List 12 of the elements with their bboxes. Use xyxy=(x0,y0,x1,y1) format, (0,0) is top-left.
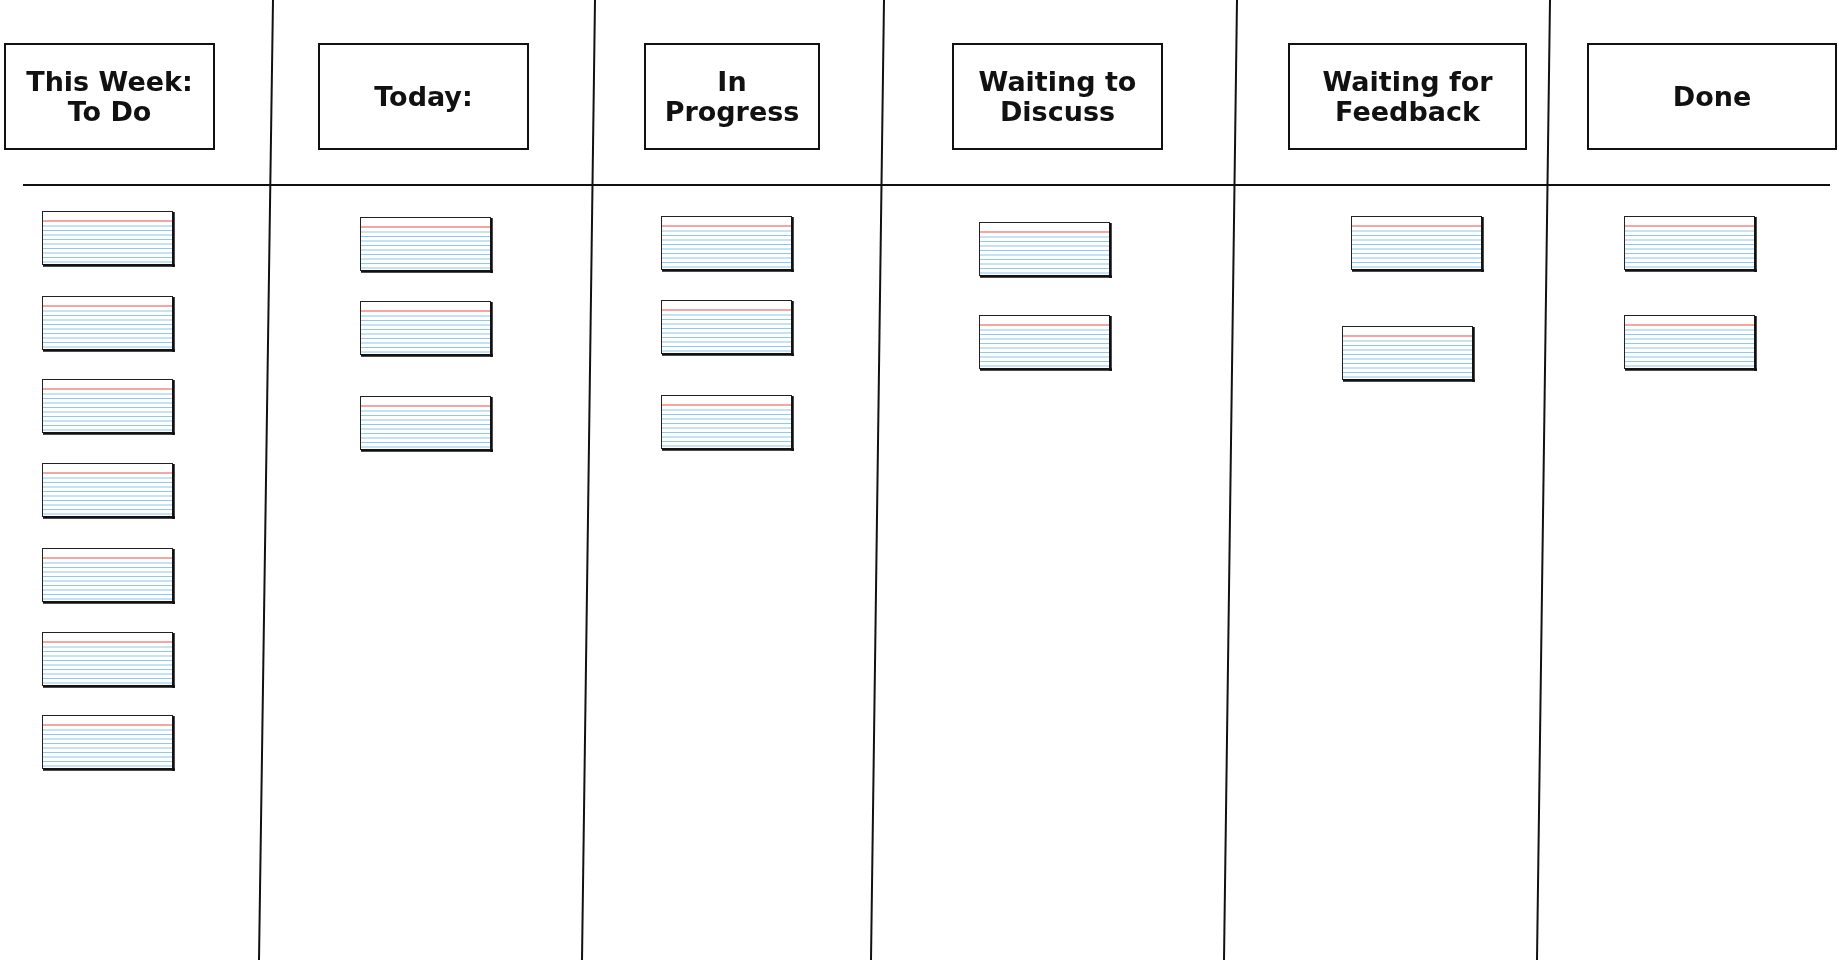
column-header-box xyxy=(4,43,215,150)
column-title: Waiting to Discuss xyxy=(977,66,1138,127)
column-header-box xyxy=(318,43,529,150)
column-title: Today: xyxy=(374,81,473,112)
column-header-box xyxy=(952,43,1163,150)
column-title: This Week: To Do xyxy=(25,66,194,127)
column-title: Done xyxy=(1672,81,1752,112)
column-title: Waiting for Feedback xyxy=(1321,66,1494,127)
column-header-box xyxy=(1587,43,1837,150)
column-title: In Progress xyxy=(663,66,801,127)
column-header-box xyxy=(644,43,820,150)
column-header-box xyxy=(1288,43,1527,150)
